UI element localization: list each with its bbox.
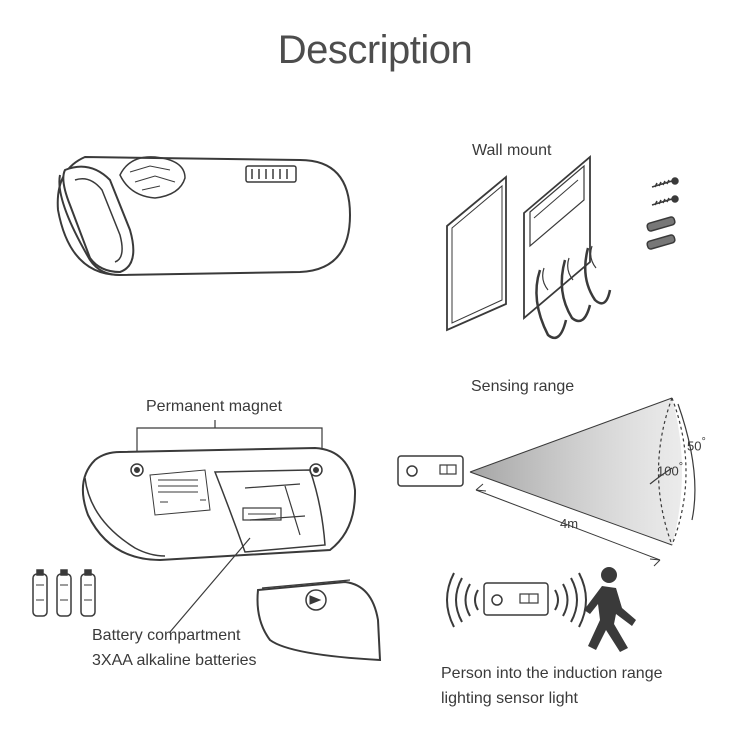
- induction-caption-line2: lighting sensor light: [441, 690, 578, 707]
- wall-mount-illustration: [446, 155, 679, 340]
- vertical-angle-label: 50°: [687, 436, 706, 453]
- vertical-angle-value: 50: [687, 438, 702, 454]
- battery-compartment-label: Battery compartment: [92, 627, 241, 644]
- wall-mount-label: Wall mount: [472, 142, 552, 159]
- horizontal-angle-label: 100°: [657, 461, 683, 478]
- sensor-light-body: [56, 155, 352, 277]
- distance-label: 4m: [560, 516, 579, 531]
- sensing-range-illustration: [397, 397, 696, 652]
- battery-compartment-illustration: [32, 420, 382, 662]
- horizontal-angle-value: 100: [657, 463, 679, 479]
- page-title: Description: [277, 28, 473, 72]
- horizontal-degree-mark: °: [678, 461, 684, 473]
- permanent-magnet-label: Permanent magnet: [146, 398, 283, 415]
- vertical-degree-mark: °: [701, 436, 706, 448]
- induction-caption-line1: Person into the induction range: [441, 665, 663, 682]
- battery-type-label: 3XAA alkaline batteries: [92, 652, 257, 669]
- sensing-range-label: Sensing range: [471, 378, 575, 395]
- person-icon: [584, 567, 636, 652]
